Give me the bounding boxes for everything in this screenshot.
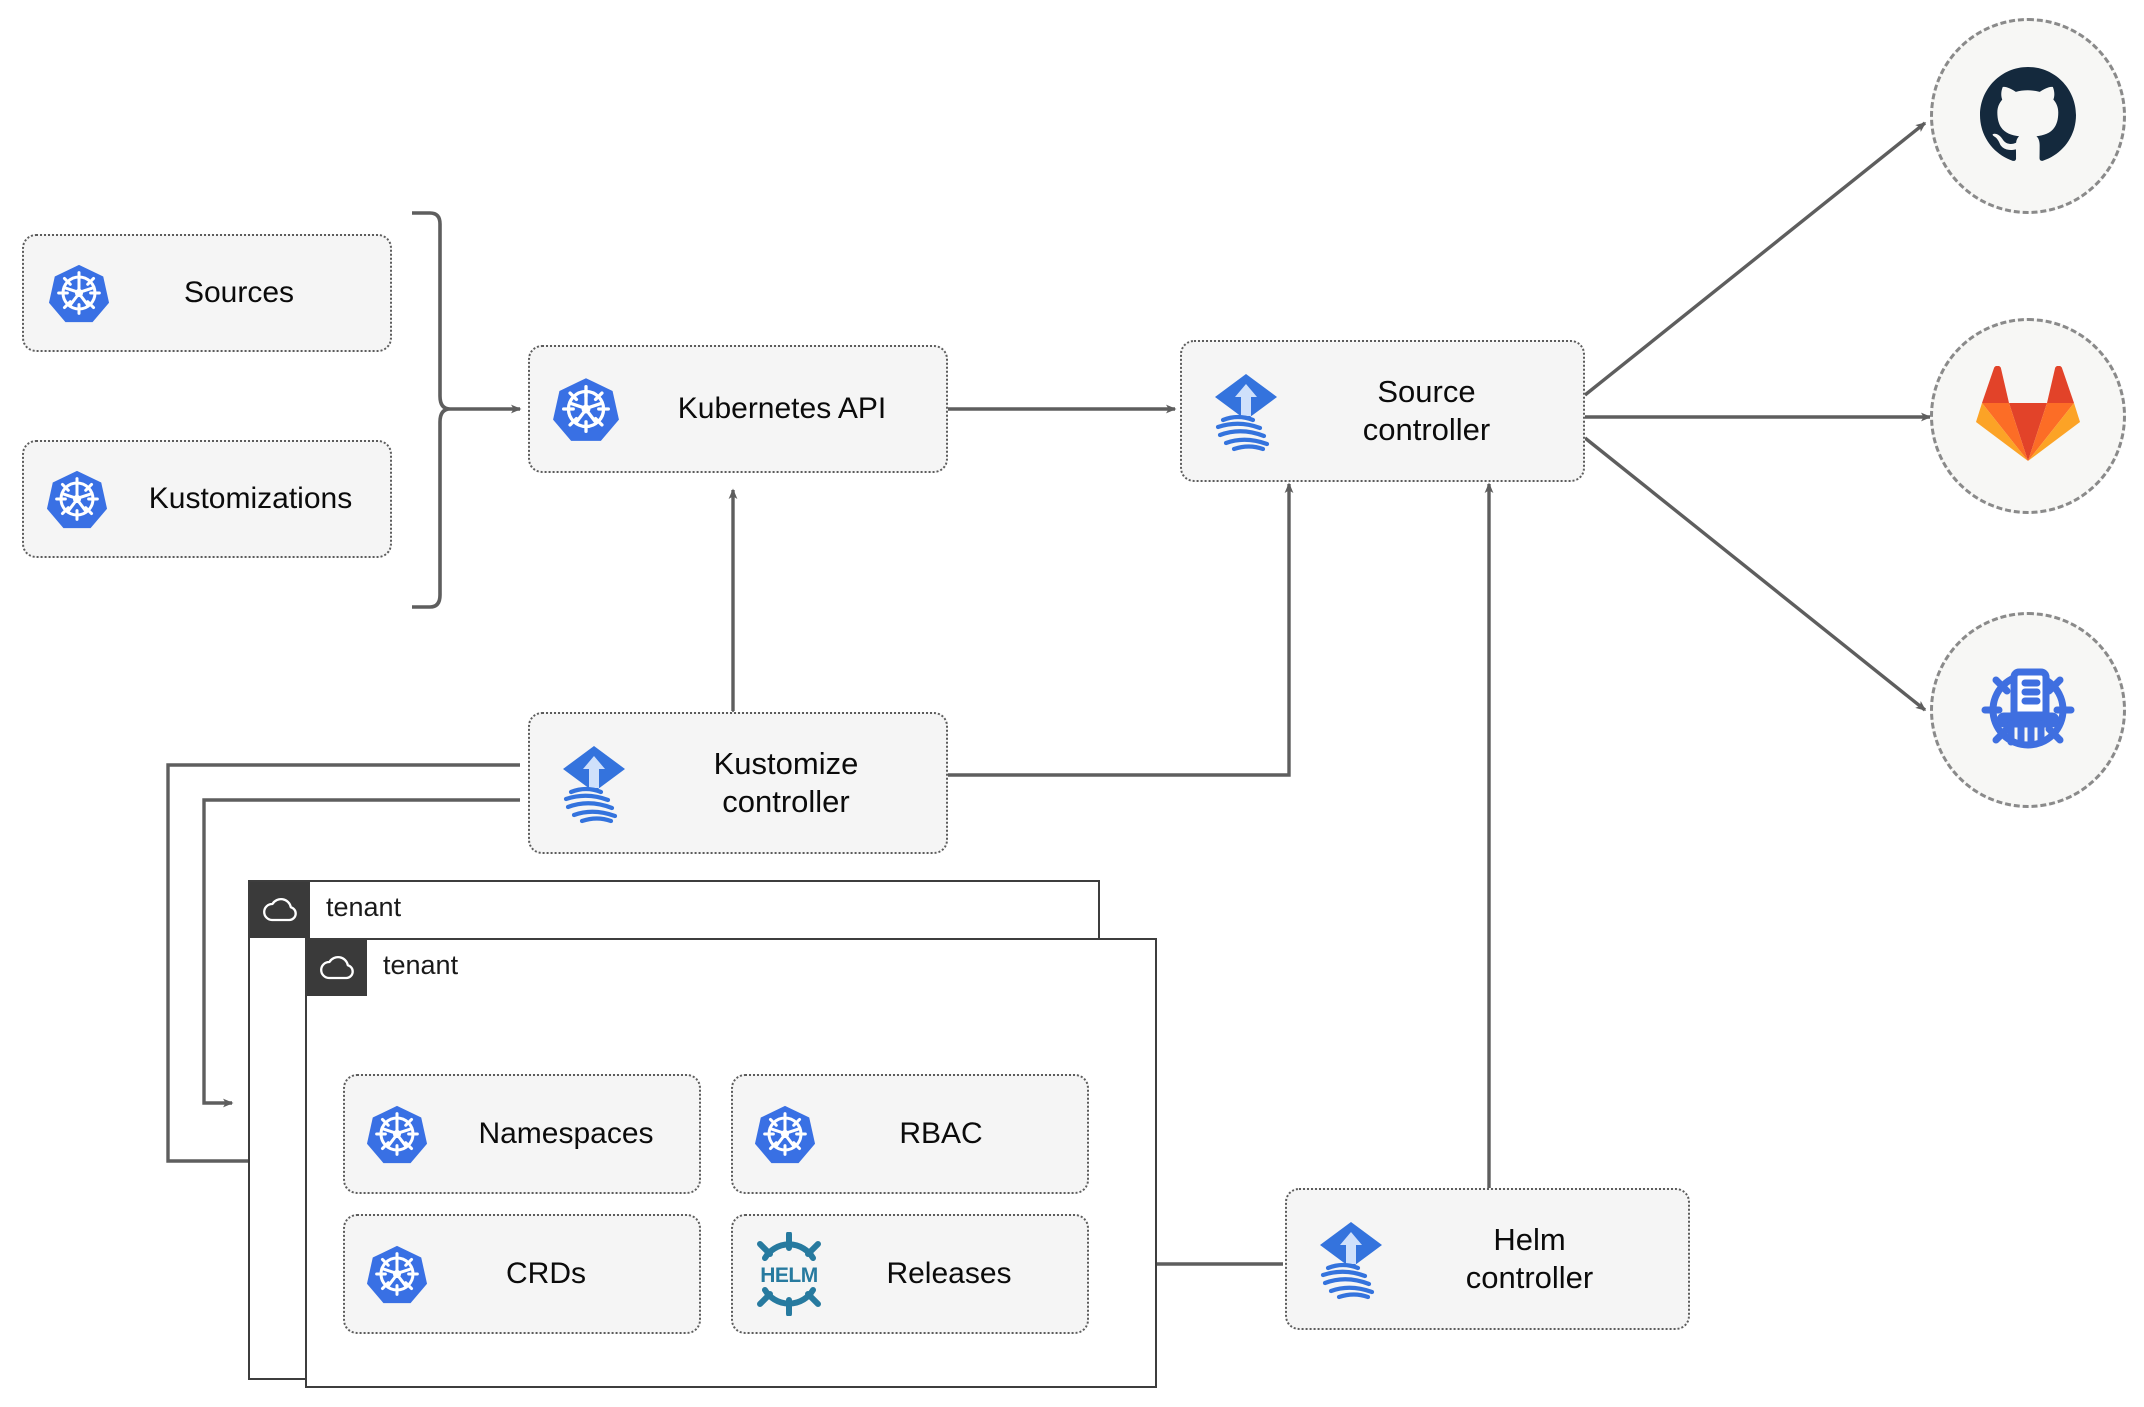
provider-github[interactable] [1930, 18, 2126, 214]
kubernetes-icon [733, 1103, 837, 1165]
flux-icon [530, 742, 658, 824]
node-crds[interactable]: CRDs [343, 1214, 701, 1334]
node-kustomizations[interactable]: Kustomizations [22, 440, 392, 558]
node-label: Helm controller [1465, 1222, 1594, 1295]
helm-icon: HELM [733, 1232, 845, 1316]
node-kubernetes-api[interactable]: Kubernetes API [528, 345, 948, 473]
node-namespaces[interactable]: Namespaces [343, 1074, 701, 1194]
gitlab-icon [1976, 365, 2080, 467]
node-label: RBAC [899, 1116, 983, 1150]
node-label: Releases [886, 1256, 1012, 1290]
helm-repository-icon [1974, 654, 2082, 767]
node-label: Kustomize controller [713, 746, 859, 819]
kubernetes-icon [24, 262, 134, 324]
node-kustomize-controller[interactable]: Kustomize controller [528, 712, 948, 854]
kubernetes-icon [530, 375, 642, 443]
node-label: Kubernetes API [677, 391, 887, 425]
flux-icon [1287, 1218, 1415, 1300]
node-label: Namespaces [478, 1116, 654, 1150]
kubernetes-icon [24, 468, 129, 530]
node-releases[interactable]: HELM Releases [731, 1214, 1089, 1334]
node-label: Kustomizations [148, 481, 353, 515]
provider-helm-repository[interactable] [1930, 612, 2126, 808]
edge-source-controller-to-github [1583, 121, 1927, 397]
node-source-controller[interactable]: Source controller [1180, 340, 1585, 482]
kubernetes-icon [345, 1243, 449, 1305]
edge-inputs-brace [412, 211, 451, 609]
kubernetes-icon [345, 1103, 449, 1165]
node-rbac[interactable]: RBAC [731, 1074, 1089, 1194]
cloud-icon [307, 940, 367, 996]
github-icon [1980, 66, 2076, 167]
edge-kustomize-controller-to-source-controller [948, 482, 1294, 777]
tenant-label: tenant [326, 892, 402, 922]
tenant-label: tenant [383, 950, 459, 980]
cloud-icon [250, 882, 310, 938]
provider-gitlab[interactable] [1930, 318, 2126, 514]
node-label: Source controller [1362, 374, 1491, 447]
tenant-container-2[interactable]: tenant [305, 938, 1157, 1388]
flux-icon [1182, 370, 1310, 452]
svg-text:HELM: HELM [760, 1264, 818, 1287]
edge-source-controller-to-helm-repository [1583, 436, 1927, 712]
node-label: CRDs [506, 1256, 586, 1290]
node-helm-controller[interactable]: Helm controller [1285, 1188, 1690, 1330]
node-sources[interactable]: Sources [22, 234, 392, 352]
node-label: Sources [183, 275, 295, 309]
